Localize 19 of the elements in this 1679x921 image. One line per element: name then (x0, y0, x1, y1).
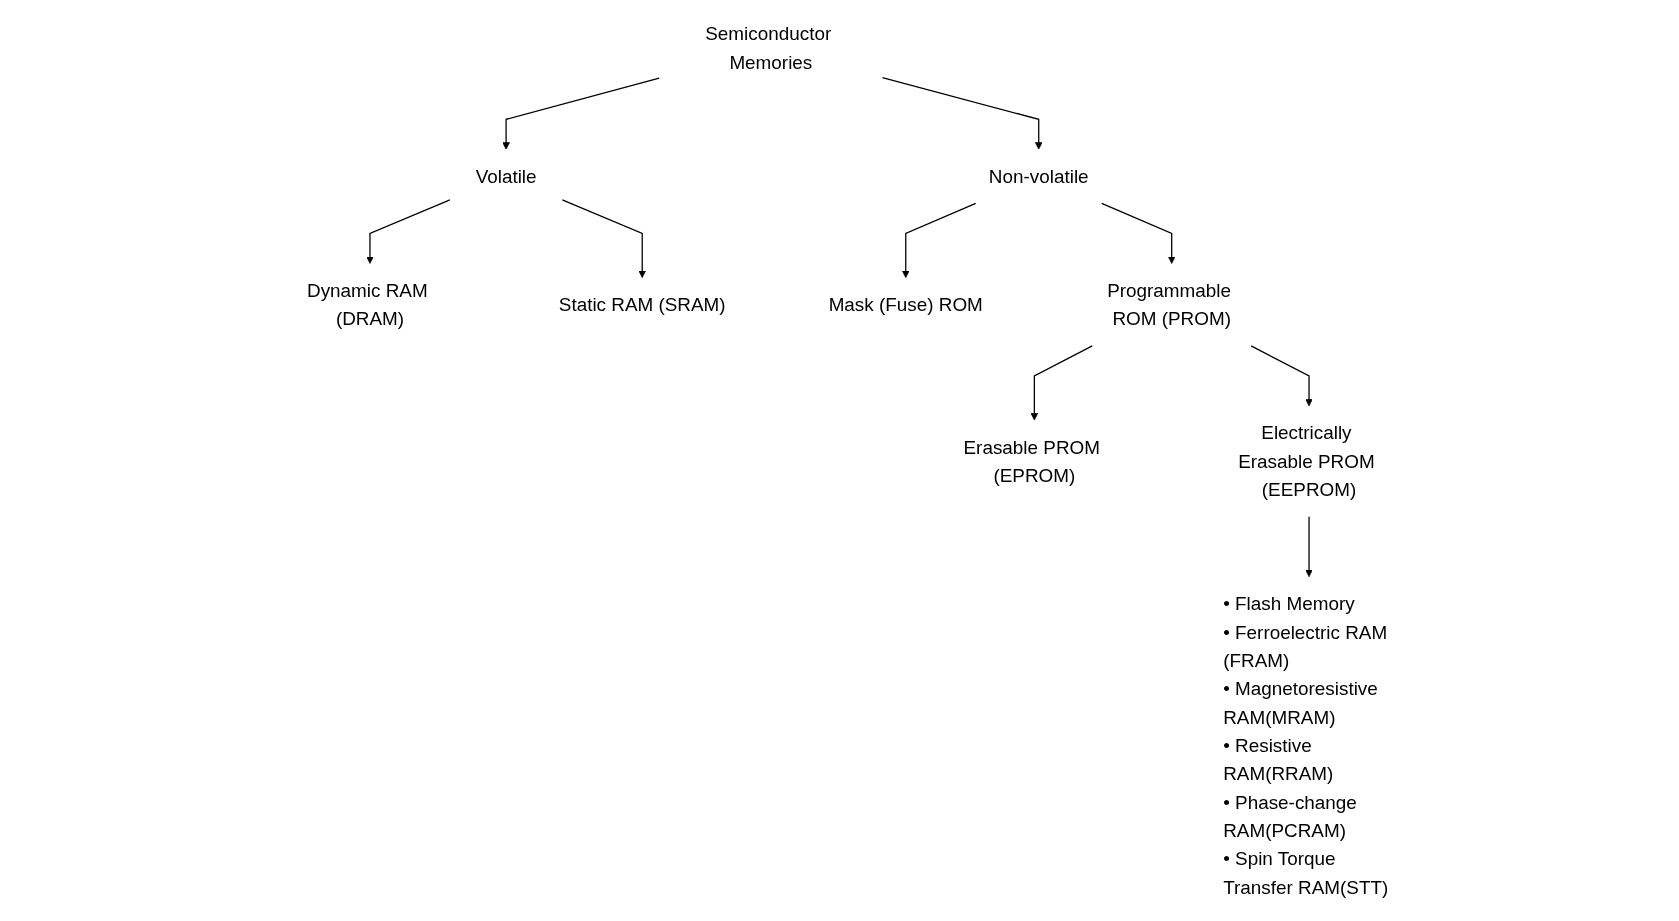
arrow (1101, 202, 1176, 264)
node-text: Semiconductor Memories (705, 23, 832, 73)
arrow (1305, 516, 1313, 578)
node-text: Electrically Erasable PROM (EEPROM) (1238, 422, 1375, 501)
node-text: Static RAM (SRAM) (558, 293, 726, 316)
node-text: • Flash Memory • Ferroelectric RAM (FRAM) • Magnetoresistive RAM(MRAM) • Resistive RAM(RRAM) • Phase-change RAM(PCRAM) • Spin Torque Transfer RAM(STT) (1223, 593, 1389, 898)
node-text: Programmable ROM (PROM) (1107, 279, 1231, 330)
arrow (881, 77, 1043, 150)
node-text: Non-volatile (988, 165, 1089, 188)
arrow (1030, 345, 1093, 421)
arrow (561, 199, 646, 278)
arrow (901, 202, 977, 278)
node-text: Erasable PROM (EPROM) (963, 436, 1100, 487)
arrow (502, 77, 660, 150)
node-text: Mask (Fuse) ROM (828, 293, 983, 316)
node-text: Volatile (475, 165, 537, 188)
node-text: Dynamic RAM (DRAM) (307, 279, 428, 330)
arrow (366, 199, 451, 264)
arrow (1250, 345, 1313, 407)
